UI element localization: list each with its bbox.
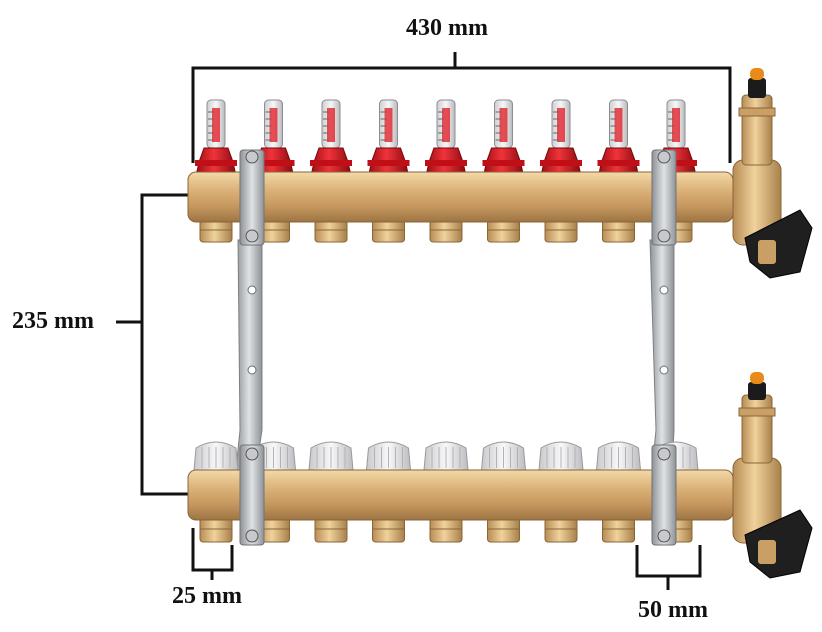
- outlet-nipple: [199, 219, 233, 243]
- spacing-dimension-label: 50 mm: [638, 597, 708, 623]
- valve-cap[interactable]: [308, 441, 354, 471]
- outlet-nipple: [544, 517, 578, 543]
- valve-cap[interactable]: [480, 441, 527, 471]
- flowmeter[interactable]: [540, 99, 582, 177]
- outlet-nipple: [314, 219, 348, 243]
- outlet-nipple: [372, 517, 405, 543]
- bracket-bolts: [245, 150, 671, 543]
- valve-cap[interactable]: [193, 441, 239, 471]
- bottom-end-fitting: [732, 372, 813, 579]
- height-dimension-line: [116, 193, 188, 496]
- outlet-nipple: [314, 517, 348, 543]
- flowmeter[interactable]: [195, 99, 237, 177]
- valve-cap[interactable]: [423, 441, 469, 471]
- mounting-bracket-right: [649, 239, 675, 471]
- flowmeter[interactable]: [597, 99, 640, 177]
- top-outlet-row: [199, 219, 693, 243]
- width-dimension-line: [191, 52, 732, 163]
- port-dimension-label: 25 mm: [172, 583, 242, 609]
- top-end-fitting: [732, 68, 813, 279]
- outlet-nipple: [429, 517, 463, 543]
- height-dimension-label: 235 mm: [12, 308, 94, 334]
- flowmeter[interactable]: [367, 99, 410, 177]
- bottom-outlet-row: [199, 517, 693, 543]
- outlet-nipple: [602, 517, 635, 543]
- return-manifold-bar: [187, 469, 734, 521]
- outlet-nipple: [429, 219, 463, 243]
- outlet-nipple: [544, 219, 578, 243]
- flowmeter[interactable]: [310, 99, 352, 177]
- valve-cap[interactable]: [365, 441, 412, 471]
- supply-manifold-bar: [187, 171, 734, 223]
- port-dimension-line: [191, 528, 234, 580]
- outlet-nipple: [487, 219, 520, 243]
- outlet-nipple: [199, 517, 233, 543]
- bracket-straps: [239, 149, 677, 546]
- outlet-nipple: [602, 219, 635, 243]
- valve-cap[interactable]: [595, 441, 642, 471]
- outlet-nipple: [487, 517, 520, 543]
- spacing-dimension-line: [635, 545, 702, 590]
- valve-cap-row: [193, 441, 699, 471]
- mounting-bracket-left: [235, 239, 263, 471]
- flowmeter-row: [195, 99, 697, 177]
- valve-cap[interactable]: [538, 441, 584, 471]
- flowmeter[interactable]: [482, 99, 525, 177]
- outlet-nipple: [372, 219, 405, 243]
- width-dimension-label: 430 mm: [406, 15, 488, 41]
- flowmeter[interactable]: [425, 99, 467, 177]
